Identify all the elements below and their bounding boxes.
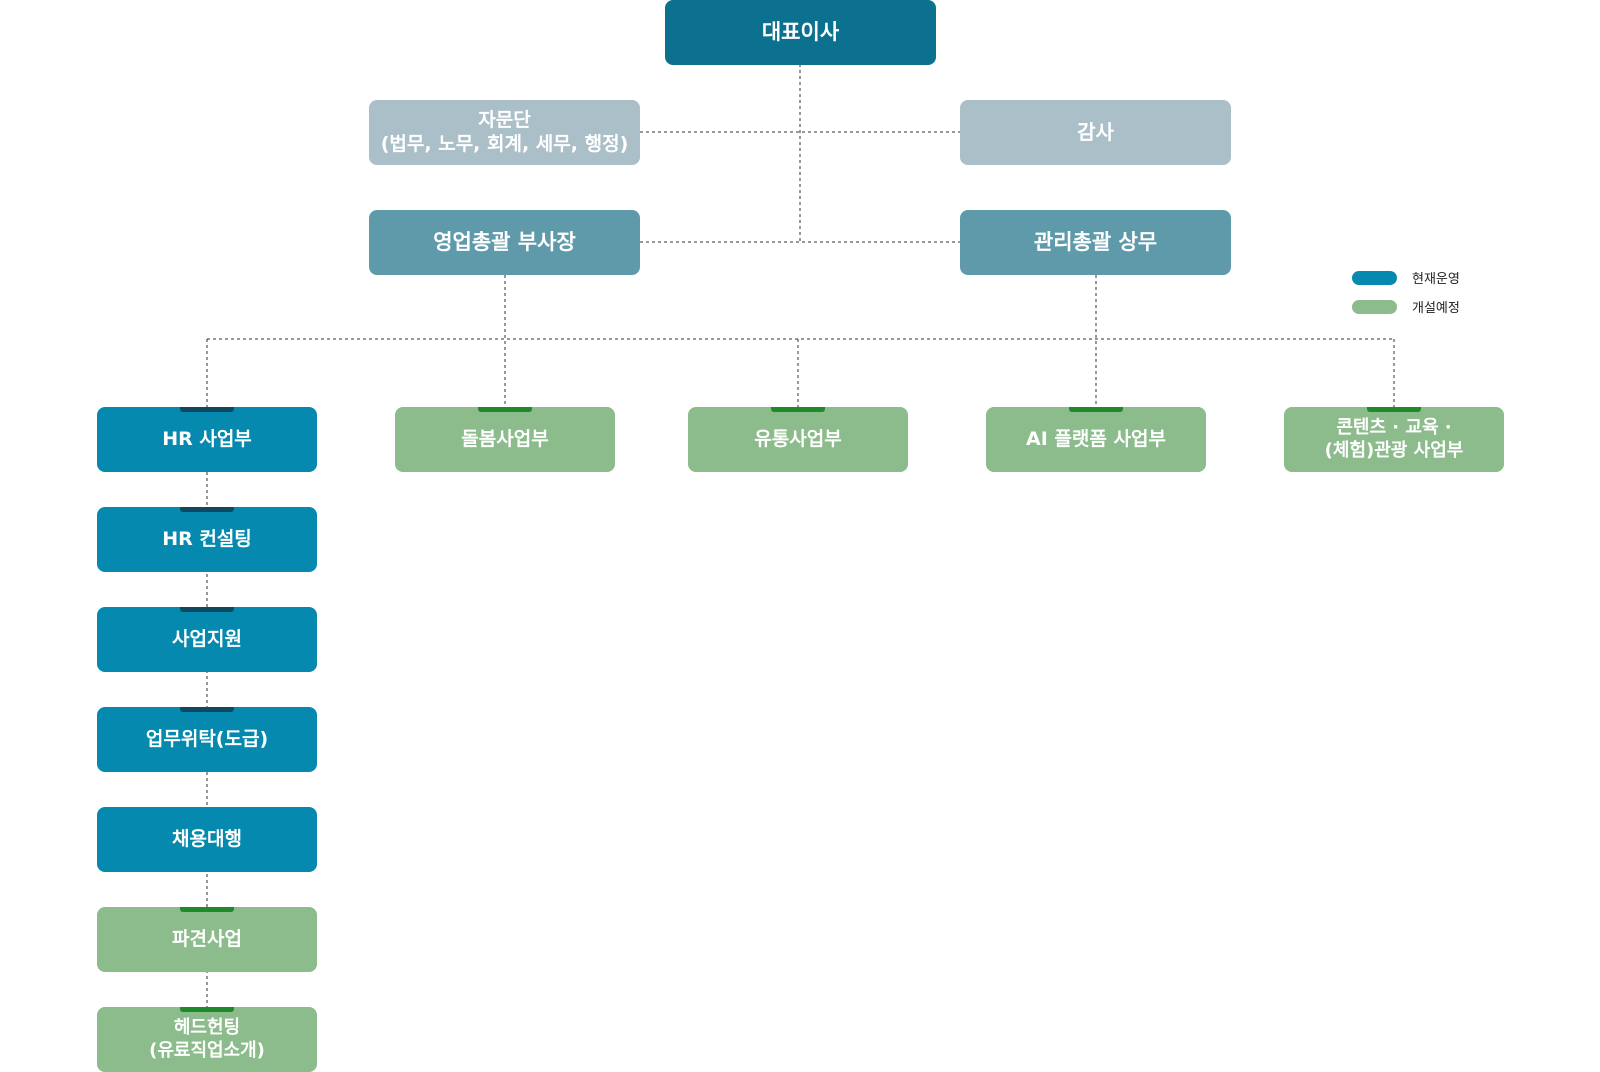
sales-vp-label: 영업총괄 부사장 bbox=[433, 230, 576, 255]
division-hr-node: HR 사업부 bbox=[97, 407, 317, 472]
business-support-label: 사업지원 bbox=[172, 627, 242, 650]
legend-current: 현재운영 bbox=[1352, 268, 1460, 287]
division-care-label: 돌봄사업부 bbox=[461, 427, 549, 450]
advisory-board-sublabel: (법무, 노무, 회계, 세무, 행정) bbox=[380, 132, 629, 155]
legend-current-swatch bbox=[1352, 270, 1397, 285]
division-ai-node: AI 플랫폼 사업부 bbox=[986, 407, 1206, 472]
admin-director-node: 관리총괄 상무 bbox=[960, 210, 1231, 275]
division-hr-cap bbox=[180, 407, 234, 412]
dispatch-label: 파견사업 bbox=[172, 927, 242, 950]
division-ai-cap bbox=[1069, 407, 1123, 412]
business-support-node: 사업지원 bbox=[97, 607, 317, 672]
division-distribution-node: 유통사업부 bbox=[688, 407, 908, 472]
division-care-cap bbox=[478, 407, 532, 412]
division-content-node: 콘텐츠 · 교육 · (체험)관광 사업부 bbox=[1284, 407, 1504, 472]
division-ai-label: AI 플랫폼 사업부 bbox=[1026, 427, 1166, 450]
division-content-cap bbox=[1367, 407, 1421, 412]
recruiting-node: 채용대행 bbox=[97, 807, 317, 872]
dispatch-node: 파견사업 bbox=[97, 907, 317, 972]
hr-consulting-cap bbox=[180, 507, 234, 512]
outsourcing-node: 업무위탁(도급) bbox=[97, 707, 317, 772]
division-content-label: 콘텐츠 · 교육 · bbox=[1336, 417, 1452, 438]
business-support-cap bbox=[180, 607, 234, 612]
headhunting-node: 헤드헌팅 (유료직업소개) bbox=[97, 1007, 317, 1072]
ceo-node: 대표이사 bbox=[665, 0, 936, 65]
recruiting-label: 채용대행 bbox=[172, 827, 242, 850]
dispatch-cap bbox=[180, 907, 234, 912]
hr-consulting-label: HR 컨설팅 bbox=[162, 527, 252, 550]
audit-label: 감사 bbox=[1077, 120, 1114, 144]
outsourcing-cap bbox=[180, 707, 234, 712]
legend-current-label: 현재운영 bbox=[1412, 272, 1460, 287]
audit-node: 감사 bbox=[960, 100, 1231, 165]
division-care-node: 돌봄사업부 bbox=[395, 407, 615, 472]
division-distribution-cap bbox=[771, 407, 825, 412]
advisory-board-node: 자문단 (법무, 노무, 회계, 세무, 행정) bbox=[369, 100, 640, 165]
headhunting-label: 헤드헌팅 bbox=[173, 1017, 241, 1038]
sales-vp-node: 영업총괄 부사장 bbox=[369, 210, 640, 275]
legend-planned-swatch bbox=[1352, 299, 1397, 314]
outsourcing-label: 업무위탁(도급) bbox=[145, 727, 269, 750]
division-distribution-label: 유통사업부 bbox=[754, 427, 842, 450]
legend-planned-label: 개설예정 bbox=[1412, 301, 1460, 316]
advisory-board-label: 자문단 bbox=[478, 108, 531, 131]
division-hr-label: HR 사업부 bbox=[162, 427, 252, 450]
division-content-sublabel: (체험)관광 사업부 bbox=[1324, 439, 1464, 461]
legend-planned: 개설예정 bbox=[1352, 297, 1460, 316]
headhunting-cap bbox=[180, 1007, 234, 1012]
hr-consulting-node: HR 컨설팅 bbox=[97, 507, 317, 572]
admin-director-label: 관리총괄 상무 bbox=[1033, 230, 1158, 255]
headhunting-sublabel: (유료직업소개) bbox=[149, 1039, 265, 1061]
ceo-label: 대표이사 bbox=[761, 20, 840, 45]
